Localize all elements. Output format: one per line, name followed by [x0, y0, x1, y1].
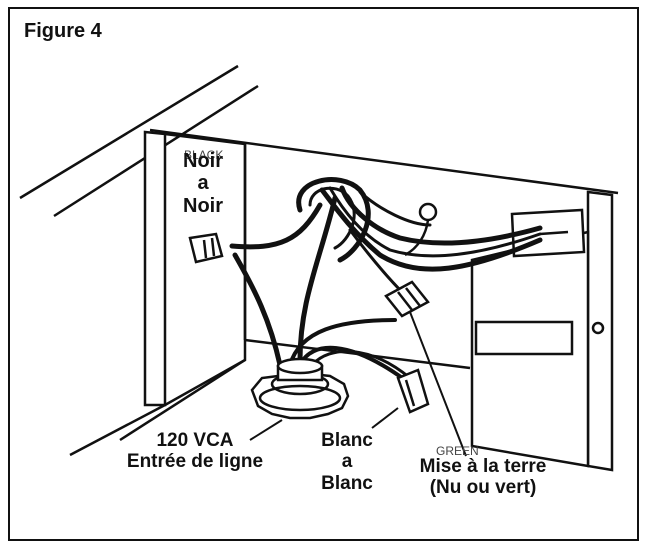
white-wires [232, 252, 412, 382]
voltage-label: 120 VCA Entrée de ligne [100, 430, 290, 473]
ceiling-lines [19, 64, 619, 218]
voltage-line2: Entrée de ligne [126, 451, 264, 473]
leader-lines [249, 311, 467, 457]
green-ghost-label: GREEN [436, 444, 479, 458]
blanc-line2: a [341, 451, 353, 473]
ground-label: Mise à la terre (Nu ou vert) [388, 456, 578, 499]
wire-bundle [229, 177, 543, 363]
ground-screw [404, 202, 438, 257]
noir-line2: a [197, 172, 209, 195]
figure-title: Figure 4 [24, 20, 102, 42]
noir-line3: Noir [183, 194, 223, 217]
wire-nut-white [396, 368, 430, 414]
noir-line1: Noir [183, 150, 223, 172]
voltage-line1: 120 VCA [156, 430, 234, 451]
ground-line1: Mise à la terre [419, 456, 547, 477]
noir-label: Noir a Noir [176, 150, 230, 217]
wire-nut-black [188, 232, 224, 264]
ground-line2: (Nu ou vert) [429, 477, 537, 499]
left-stud [143, 130, 247, 407]
black-ghost-label: BLACK [184, 148, 224, 162]
wire-nut-ground [384, 280, 430, 318]
blanc-line3: Blanc [321, 472, 373, 494]
blanc-line1: Blanc [321, 430, 373, 451]
conduit-fitting [250, 357, 350, 420]
blanc-label: Blanc a Blanc [304, 430, 390, 494]
